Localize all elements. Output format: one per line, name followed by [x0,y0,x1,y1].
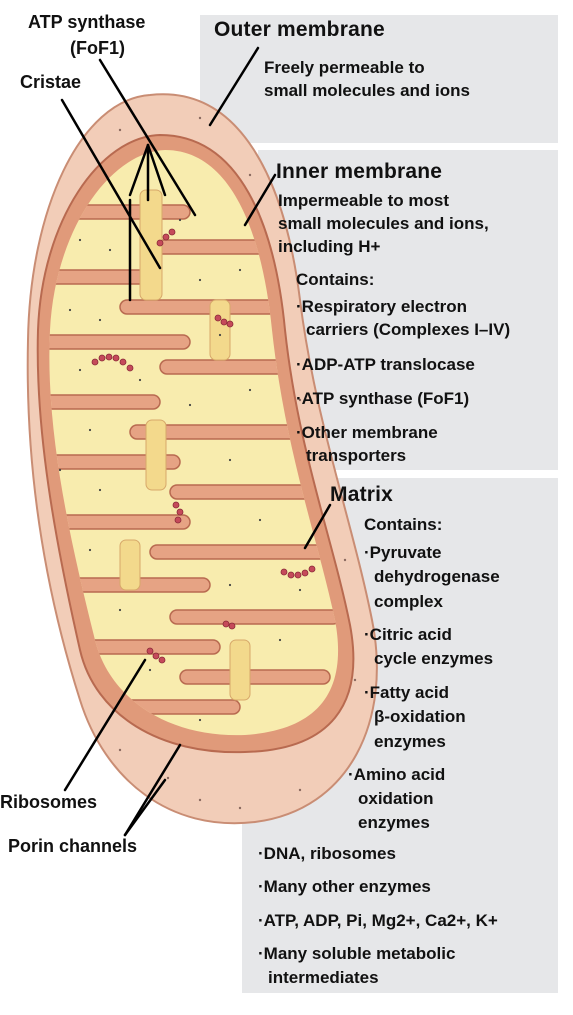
matrix-item: intermediates [268,968,379,987]
outer-membrane-desc-line2: small molecules and ions [264,81,470,100]
matrix-item: ·Fatty acid [364,683,450,702]
inner-membrane-item: carriers (Complexes I–IV) [306,320,511,339]
matrix-item: ·DNA, ribosomes [258,844,396,863]
matrix-item: enzymes [358,813,430,832]
inner-membrane-item: ·ATP synthase (FoF1) [296,389,470,408]
inner-membrane-item: transporters [306,446,407,465]
porin-channels-label: Porin channels [8,836,138,856]
matrix-item: ·Amino acid [348,765,446,784]
matrix-contains: Contains: [364,515,443,534]
inner-membrane-item: ·Other membrane [296,423,438,442]
outer-membrane-panel [200,15,558,143]
cristae-label: Cristae [20,72,82,92]
matrix-item: ·Pyruvate [364,543,442,562]
matrix-item: ·Many other enzymes [258,877,431,896]
ribosomes-label: Ribosomes [0,792,98,812]
outer-membrane-desc-line1: Freely permeable to [264,58,425,77]
inner-membrane-item: ·ADP-ATP translocase [296,355,475,374]
matrix-item: complex [374,592,443,611]
matrix-item: ·Citric acid [364,625,452,644]
atp-synthase-label-line1: ATP synthase [28,12,146,32]
inner-membrane-desc-line1: Impermeable to most [278,191,449,210]
matrix-item: cycle enzymes [374,649,494,668]
matrix-item: β-oxidation [374,707,466,726]
outer-membrane-title: Outer membrane [214,18,385,41]
inner-membrane-contains: Contains: [296,270,375,289]
inner-membrane-item: ·Respiratory electron [296,297,467,316]
inner-membrane-desc-line3: including H+ [278,237,381,256]
matrix-item: oxidation [358,789,434,808]
matrix-item: dehydrogenase [374,567,500,586]
atp-synthase-label-line2: (FoF1) [70,38,125,58]
inner-membrane-title: Inner membrane [276,160,443,183]
matrix-item: ·Many soluble metabolic [258,944,456,963]
inner-membrane-desc-line2: small molecules and ions, [278,214,489,233]
matrix-item: enzymes [374,732,446,751]
matrix-item: ·ATP, ADP, Pi, Mg2+, Ca2+, K+ [258,911,498,930]
matrix-title: Matrix [330,483,394,506]
